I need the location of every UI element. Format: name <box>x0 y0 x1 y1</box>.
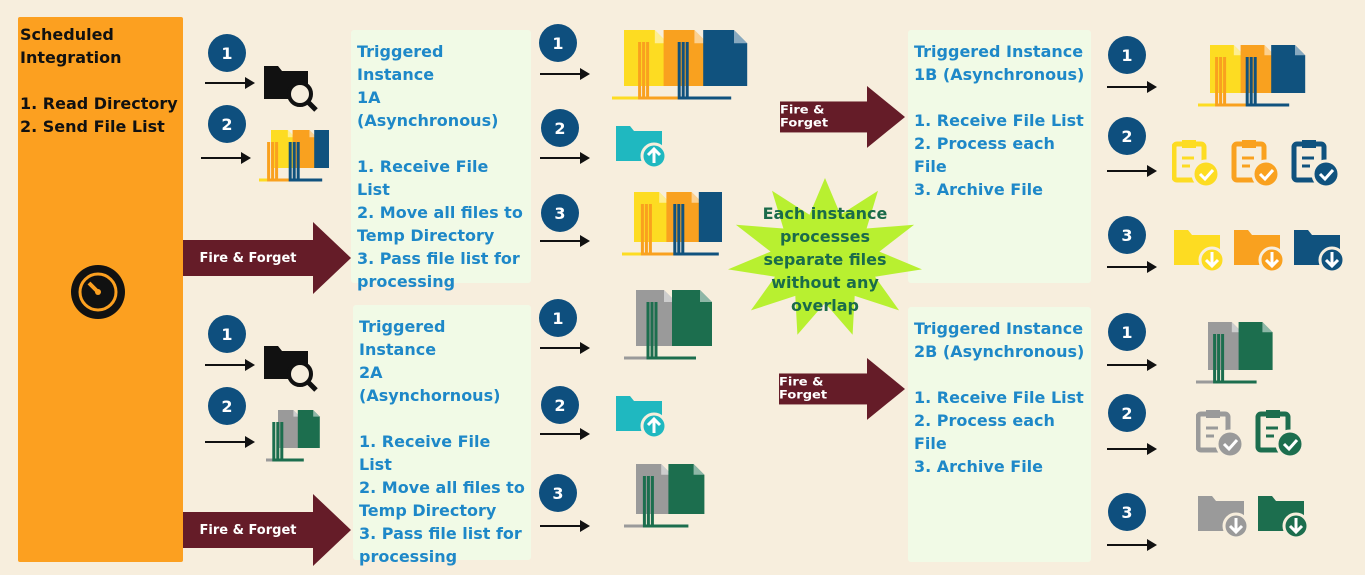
step-3-badge: 3 <box>539 474 577 512</box>
step-2-badge: 2 <box>1108 117 1146 155</box>
step-3-badge: 3 <box>1108 216 1146 254</box>
file-stack-icon <box>612 30 748 100</box>
step-1-badge: 1 <box>208 34 246 72</box>
clipboard-check-icon <box>1196 410 1305 459</box>
instance-2a-box: Triggered Instance 2A (Asynchornous) 1. … <box>353 305 531 566</box>
arrow-head <box>313 494 351 566</box>
fire-forget-arrow-1a: Fire & Forget <box>183 222 351 294</box>
timer-icon <box>71 265 125 319</box>
file-stack-icon <box>266 410 320 462</box>
flow-arrow <box>1107 261 1157 273</box>
fire-forget-label: Fire & Forget <box>183 240 313 276</box>
step-2-badge: 2 <box>208 387 246 425</box>
file-stack-icon <box>1198 45 1306 107</box>
step-3-badge: 3 <box>1108 493 1146 531</box>
scheduled-integration-text: Scheduled Integration 1. Read Directory … <box>20 25 178 136</box>
step-2-badge: 2 <box>541 386 579 424</box>
flow-arrow <box>1107 539 1157 551</box>
flow-arrow <box>540 68 590 80</box>
flow-arrow <box>540 342 590 354</box>
step-1-badge: 1 <box>539 24 577 62</box>
folder-download-icon <box>1174 230 1346 274</box>
step-2-badge: 2 <box>1108 394 1146 432</box>
flow-arrow <box>1107 443 1157 455</box>
flow-arrow <box>1107 165 1157 177</box>
clipboard-check-icon <box>1172 140 1341 189</box>
file-stack-icon <box>1196 322 1273 384</box>
file-stack-icon <box>622 192 722 256</box>
flow-arrow <box>205 359 255 371</box>
file-stack-icon <box>624 290 712 360</box>
step-1-badge: 1 <box>1108 36 1146 74</box>
arrow-head <box>867 86 905 148</box>
fire-forget-label: Fire & Forget <box>779 373 867 405</box>
folder-search-icon <box>264 346 318 392</box>
flow-arrow <box>540 235 590 247</box>
arrow-head <box>313 222 351 294</box>
folder-upload-icon <box>616 126 668 170</box>
step-1-badge: 1 <box>539 299 577 337</box>
flow-arrow <box>205 77 255 89</box>
folder-download-icon <box>1198 496 1310 540</box>
step-1-badge: 1 <box>208 315 246 353</box>
fire-forget-label: Fire & Forget <box>183 512 313 548</box>
step-2-badge: 2 <box>208 105 246 143</box>
step-2-badge: 2 <box>541 109 579 147</box>
fire-forget-label: Fire & Forget <box>780 101 867 133</box>
flow-arrow <box>1107 81 1157 93</box>
step-1-badge: 1 <box>1108 313 1146 351</box>
flow-arrow <box>205 436 255 448</box>
folder-search-icon <box>264 66 318 112</box>
fire-forget-arrow-1b: Fire & Forget <box>780 86 905 148</box>
fire-forget-arrow-2b: Fire & Forget <box>779 358 905 420</box>
instance-1a-box: Triggered Instance 1A (Asynchronous) 1. … <box>351 30 531 291</box>
flow-arrow <box>201 152 251 164</box>
scheduled-integration-box: Scheduled Integration 1. Read Directory … <box>18 17 183 562</box>
folder-upload-icon <box>616 396 668 440</box>
instance-2b-box: Triggered Instance 2B (Asynchronous) 1. … <box>908 307 1091 562</box>
file-stack-icon <box>624 464 705 528</box>
flow-arrow <box>540 428 590 440</box>
flow-arrow <box>540 520 590 532</box>
no-overlap-starburst: Each instance processes separate files w… <box>725 178 925 338</box>
fire-forget-arrow-2a: Fire & Forget <box>183 494 351 566</box>
flow-arrow <box>540 152 590 164</box>
instance-1b-box: Triggered Instance 1B (Asynchronous) 1. … <box>908 30 1091 283</box>
flow-arrow <box>1107 359 1157 371</box>
file-stack-icon <box>259 130 329 182</box>
arrow-head <box>867 358 905 420</box>
step-3-badge: 3 <box>541 194 579 232</box>
starburst-text: Each instance processes separate files w… <box>762 204 888 315</box>
